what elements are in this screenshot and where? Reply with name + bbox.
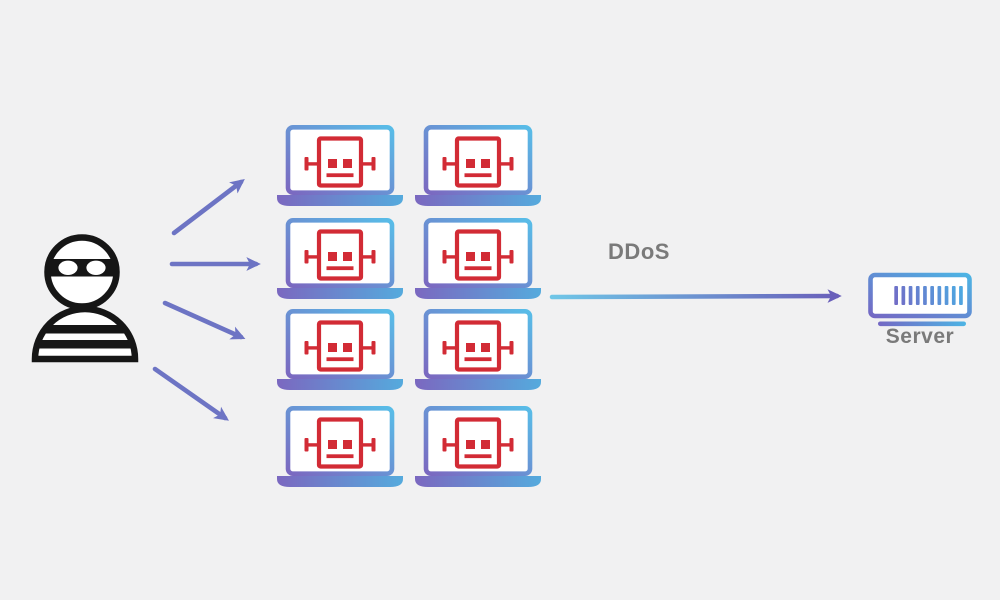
attack-arrows — [152, 179, 261, 421]
server-slots — [894, 286, 963, 305]
ddos-arrow — [549, 289, 842, 303]
burglar-icon — [31, 234, 139, 363]
server-slot — [908, 286, 913, 305]
botnet-laptop-icon — [277, 220, 403, 299]
attack-arrow — [152, 366, 229, 421]
botnet-laptop-icon — [415, 220, 541, 299]
attack-arrow — [171, 179, 245, 236]
botnet-grid — [277, 127, 541, 487]
ddos-label: DDoS — [608, 239, 670, 264]
botnet-laptop-icon — [277, 127, 403, 206]
server-slot — [930, 286, 934, 305]
server-slot — [937, 286, 942, 305]
server-icon — [868, 272, 972, 327]
server-slot — [894, 286, 898, 305]
server-slot — [959, 286, 963, 305]
server-slot — [915, 286, 920, 305]
server-label: Server — [885, 325, 955, 348]
server-slot — [901, 286, 906, 305]
botnet-laptop-icon — [415, 311, 541, 390]
server-slot — [951, 286, 956, 305]
server-slot — [923, 286, 927, 305]
botnet-laptop-icon — [415, 408, 541, 487]
attack-arrow — [162, 300, 246, 340]
botnet-laptop-icon — [415, 127, 541, 206]
botnet-laptop-icon — [277, 408, 403, 487]
server-slot — [944, 286, 949, 305]
botnet-laptop-icon — [277, 311, 403, 390]
